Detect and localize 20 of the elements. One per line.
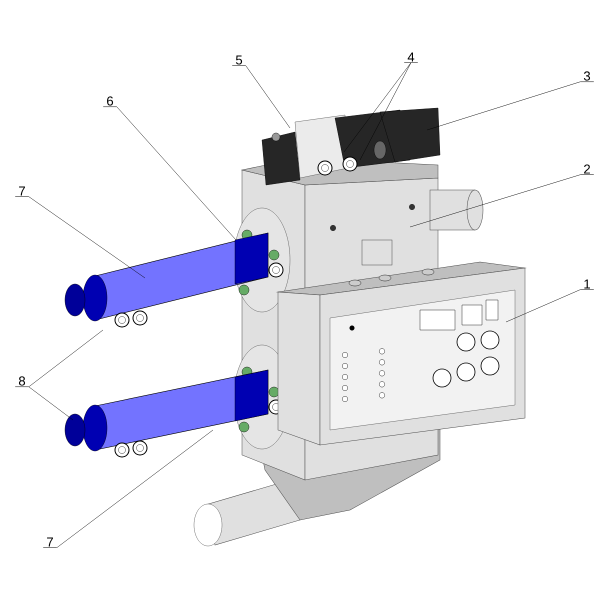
callout-number: 8 [14,376,30,388]
callout-number: 5 [232,55,246,66]
callout-number: 7 [42,538,58,548]
leader-line [410,174,580,228]
leader-line [360,62,412,160]
leader-line [344,62,412,152]
leader-line [28,330,104,388]
callout-number: 3 [580,71,594,82]
callout-number: 2 [580,164,594,175]
leader-line [28,386,74,420]
leader-line [116,106,236,240]
leader-line [246,66,290,128]
leader-line [28,196,146,278]
leader-line [426,82,580,130]
callout-number: 6 [102,96,118,108]
callout-number: 7 [14,186,30,197]
callout-number: 1 [580,280,594,290]
leader-line [506,289,580,322]
callout-number: 4 [404,52,418,63]
leader-line [56,430,214,548]
